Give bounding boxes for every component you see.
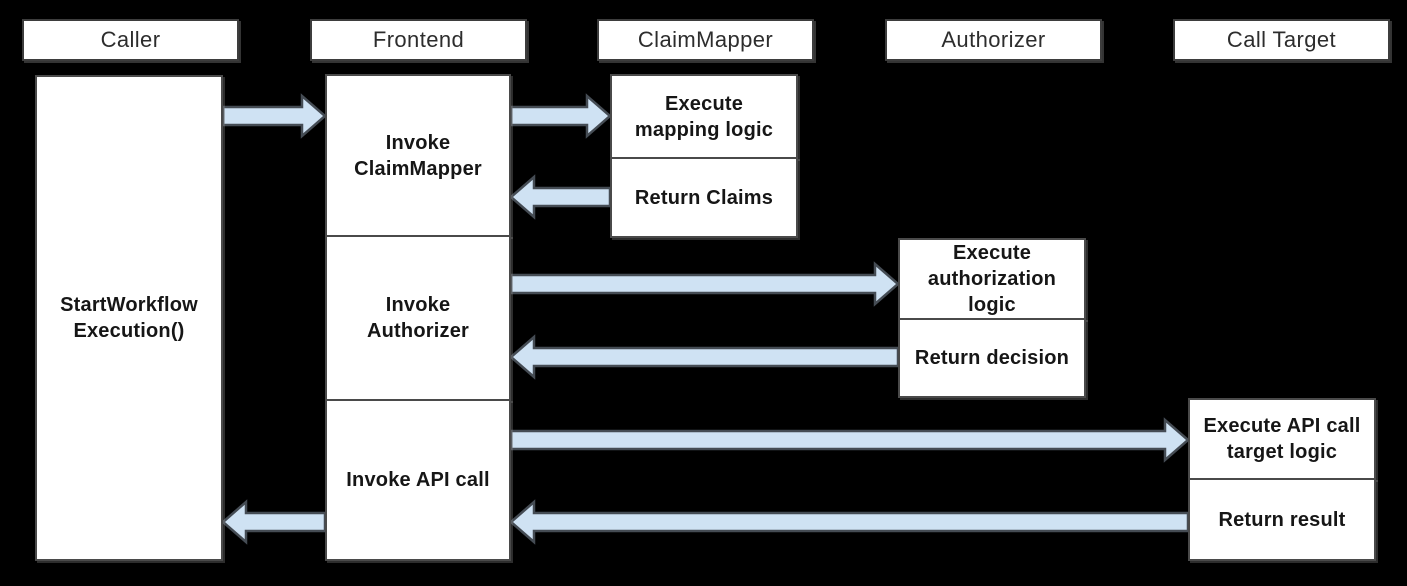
lifeline-label-authorizer: Authorizer [941,27,1046,52]
lifeline-header-caller: Caller [22,19,239,61]
step-return-result: Return result [1188,478,1376,561]
step-label: Return decision [914,347,1070,369]
arrow-calltarget-to-frontend [509,499,1190,545]
step-return-claims: Return Claims [610,157,798,238]
lifeline-label-frontend: Frontend [372,27,465,52]
step-label: Execute API call target logic [1203,415,1361,463]
step-return-decision: Return decision [898,318,1086,398]
step-execute-api-call-target-logic: Execute API call target logic [1188,398,1376,480]
step-execute-mapping-logic: Execute mapping logic [610,74,798,159]
arrow-caller-to-frontend [221,93,327,139]
step-invoke-api-call: Invoke API call [325,399,511,561]
arrow-claimmapper-to-frontend [509,174,612,220]
step-execute-authorization-logic: Execute authorization logic [898,238,1086,320]
lifeline-header-call-target: Call Target [1173,19,1390,61]
step-invoke-authorizer: Invoke Authorizer [325,235,511,401]
step-label: Invoke API call [346,469,490,491]
lifeline-label-call-target: Call Target [1226,27,1337,52]
step-label: Invoke Authorizer [367,294,469,342]
step-label: Execute mapping logic [634,92,774,141]
step-invoke-claimmapper: Invoke ClaimMapper [325,74,511,237]
step-label: Return Claims [634,186,774,209]
arrow-frontend-to-claimmapper [509,93,612,139]
arrow-frontend-to-authorizer [509,261,900,307]
lifeline-label-claimmapper: ClaimMapper [637,27,774,52]
arrow-frontend-to-caller [221,499,327,545]
step-label: Execute authorization logic [927,242,1057,316]
step-label: StartWorkflow Execution() [60,294,198,342]
step-label: Invoke ClaimMapper [354,131,482,180]
step-start-workflow-execution: StartWorkflow Execution() [35,75,223,561]
step-label: Return result [1218,508,1346,531]
arrow-frontend-to-calltarget [509,417,1190,463]
arrow-authorizer-to-frontend [509,334,900,380]
lifeline-header-authorizer: Authorizer [885,19,1102,61]
lifeline-header-frontend: Frontend [310,19,527,61]
lifeline-header-claimmapper: ClaimMapper [597,19,814,61]
lifeline-label-caller: Caller [100,27,161,52]
